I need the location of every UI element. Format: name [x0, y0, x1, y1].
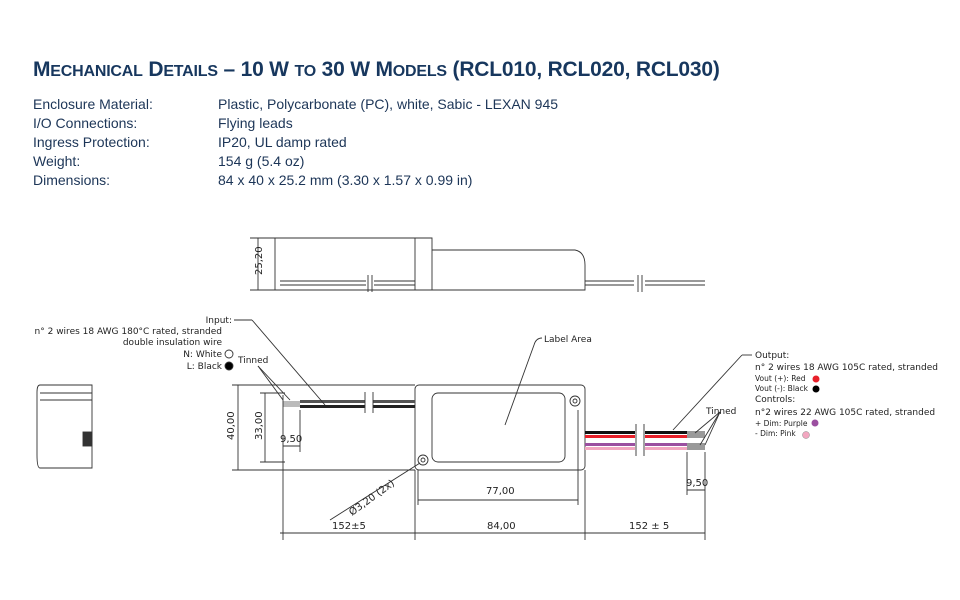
input-neutral: N: White: [183, 350, 222, 360]
dim-height-side: 25,20: [254, 246, 265, 275]
side-view: 25,20: [250, 237, 705, 292]
dim-body-length: 84,00: [487, 521, 516, 532]
label-area-callout: Label Area: [504, 335, 592, 426]
label-area: [431, 392, 566, 463]
dim-lead-left: 152±5: [332, 521, 366, 532]
dim-plus: + Dim: Purple: [755, 419, 808, 428]
front-view: 40,00 33,00 9,50 9,50 Ø3,20 (2x) 77,00 1…: [226, 384, 708, 540]
dim-height-inner: 33,00: [254, 411, 265, 440]
spec-label: Enclosure Material:: [33, 96, 153, 112]
spec-label: I/O Connections:: [33, 115, 138, 131]
dim-label-width: 77,00: [486, 486, 515, 497]
spec-value: 84 x 40 x 25.2 mm (3.30 x 1.57 x 0.99 in…: [218, 172, 473, 188]
output-spec: n° 2 wires 18 AWG 105C rated, stranded: [755, 363, 938, 373]
label-area-label: Label Area: [544, 335, 592, 345]
page-title: Mechanical Details – 10 W to 30 W Models…: [33, 58, 720, 81]
input-callout: Input: n° 2 wires 18 AWG 180°C rated, st…: [35, 316, 326, 406]
output-heading: Output:: [755, 351, 789, 361]
spec-row: I/O Connections: Flying leads: [33, 114, 558, 133]
spec-row: Weight: 154 g (5.4 oz): [33, 152, 558, 171]
input-heading: Input:: [206, 316, 232, 326]
dim-height-outer: 40,00: [226, 411, 237, 440]
vout-minus: Vout (-): Black: [755, 384, 809, 393]
spec-list: Enclosure Material: Plastic, Polycarbonat…: [33, 95, 558, 190]
tinned-left-label: Tinned: [237, 356, 268, 366]
controls-heading: Controls:: [755, 395, 795, 405]
black-dot-icon: [812, 385, 820, 393]
spec-row: Ingress Protection: IP20, UL damp rated: [33, 133, 558, 152]
spec-label: Dimensions:: [33, 172, 111, 188]
spec-value: Plastic, Polycarbonate (PC), white, Sabi…: [218, 96, 559, 112]
output-callout: Tinned Output: n° 2 wires 18 AWG 105C ra…: [672, 351, 938, 446]
vout-plus: Vout (+): Red: [755, 374, 806, 383]
dim-hole: Ø3,20 (2x): [347, 477, 397, 518]
spec-row: Dimensions: 84 x 40 x 25.2 mm (3.30 x 1.5…: [33, 171, 558, 190]
spec-label: Ingress Protection:: [33, 134, 150, 150]
spec-value: 154 g (5.4 oz): [218, 153, 305, 169]
spec-value: IP20, UL damp rated: [218, 134, 347, 150]
end-view: [36, 384, 93, 469]
input-spec: n° 2 wires 18 AWG 180°C rated, stranded: [35, 327, 222, 337]
spec-row: Enclosure Material: Plastic, Polycarbonat…: [33, 95, 558, 114]
spec-value: Flying leads: [218, 115, 293, 131]
black-dot-icon: [224, 361, 234, 371]
pink-dot-icon: [802, 431, 810, 439]
white-dot-icon: [224, 349, 234, 359]
dim-lead-right: 152 ± 5: [629, 521, 669, 532]
dim-tinned-right: 9,50: [686, 478, 708, 489]
controls-spec: n°2 wires 22 AWG 105C rated, stranded: [755, 408, 935, 418]
input-wires: [283, 392, 415, 413]
output-wires: [585, 424, 705, 456]
input-insulation: double insulation wire: [123, 338, 223, 348]
red-dot-icon: [812, 375, 820, 383]
input-line: L: Black: [187, 362, 223, 372]
dim-minus: - Dim: Pink: [755, 429, 796, 438]
purple-dot-icon: [811, 419, 819, 427]
dim-tinned-left: 9,50: [280, 434, 302, 445]
spec-label: Weight:: [33, 153, 81, 169]
tinned-right-label: Tinned: [705, 407, 736, 417]
